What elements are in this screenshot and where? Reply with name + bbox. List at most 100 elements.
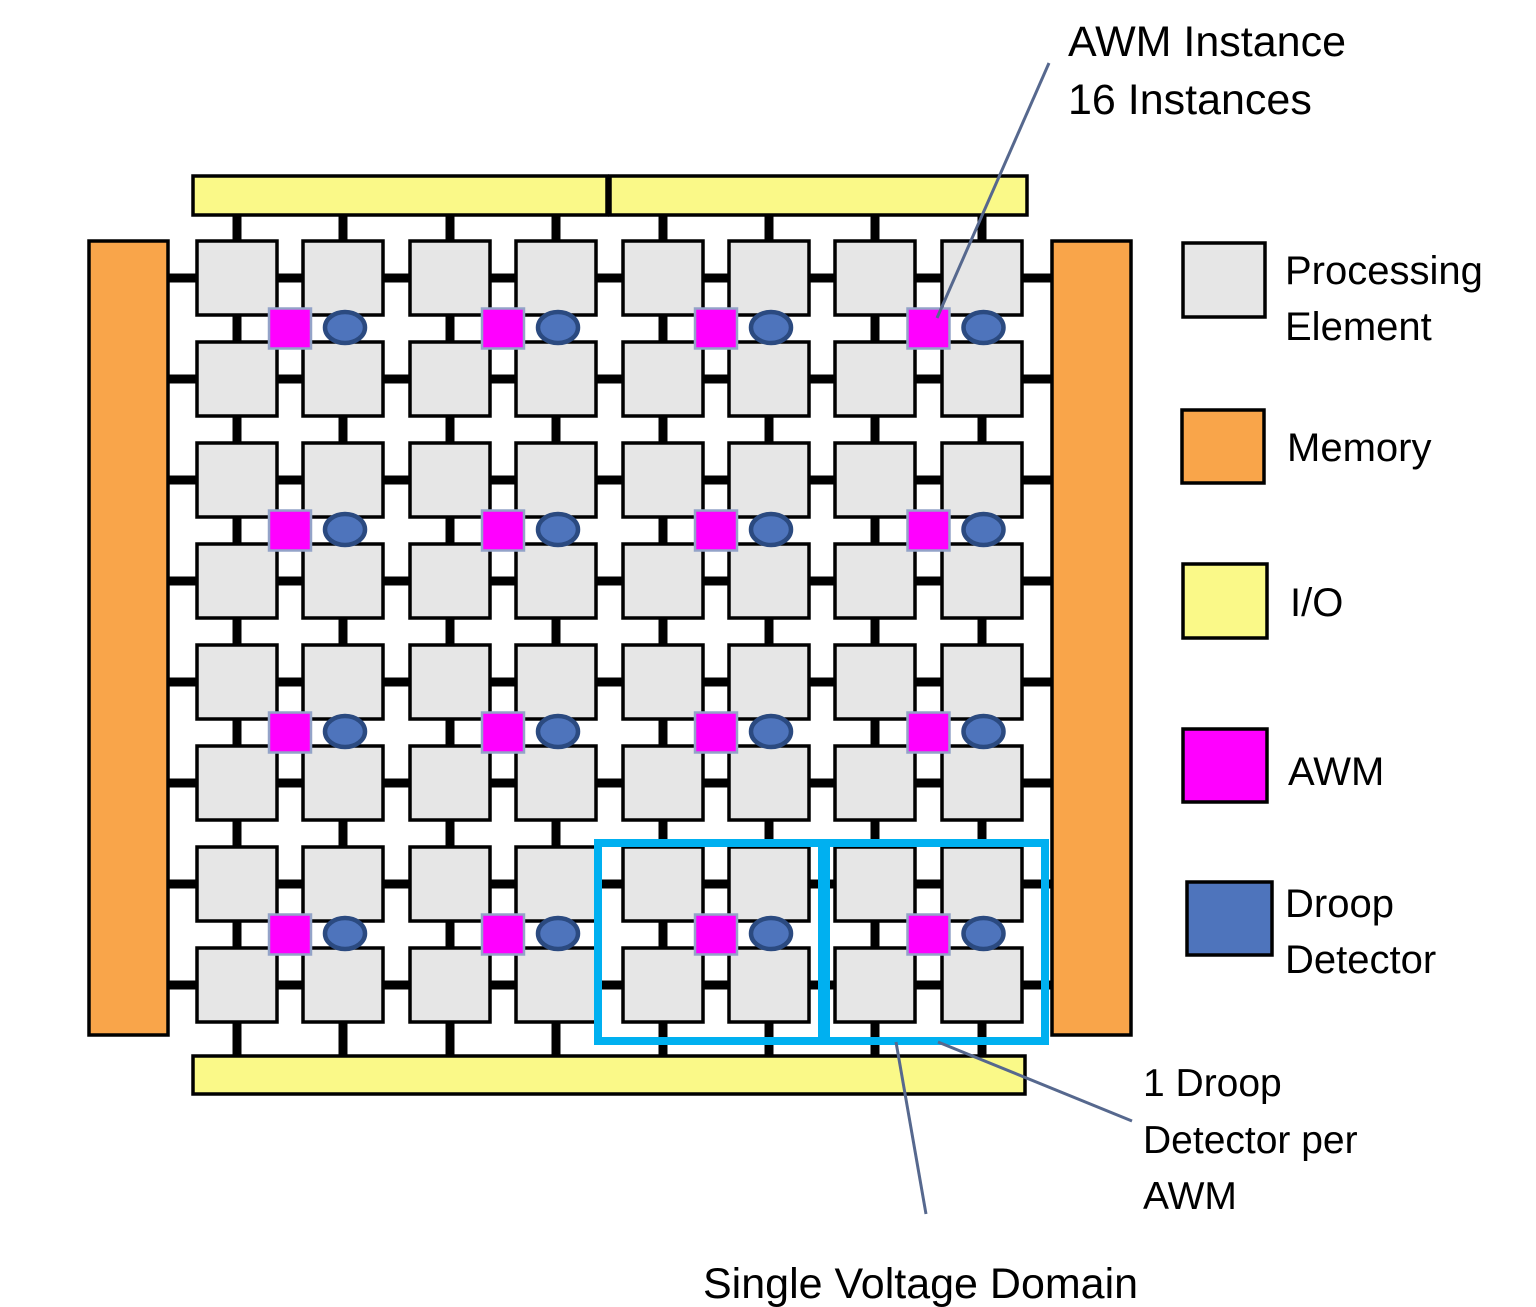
processing-element [301,845,385,923]
noc-link-horizontal [490,879,516,889]
noc-link-vertical [445,921,455,948]
processing-element [301,441,385,519]
noc-link-horizontal [1022,879,1054,889]
noc-link-horizontal [915,475,942,485]
noc-link-vertical [658,315,668,342]
noc-link-horizontal [703,677,729,687]
processing-element [301,946,385,1024]
noc-link-horizontal [809,273,835,283]
legend-label-droop-detector-line-1: Droop [1285,882,1394,926]
noc-link-horizontal [1022,475,1054,485]
noc-link-vertical [232,315,242,342]
processing-element [833,643,917,721]
noc-link-horizontal [383,273,410,283]
droop-detector [961,915,1006,952]
noc-link-horizontal [383,778,410,788]
processing-element [514,441,598,519]
processing-element [727,845,811,923]
noc-link-horizontal [1022,576,1054,586]
awm-annotation-leader-line [935,62,1051,319]
noc-link-horizontal [915,273,942,283]
noc-link-horizontal [596,273,623,283]
processing-element [514,340,598,418]
noc-link-horizontal [166,576,197,586]
noc-link-vertical [338,213,348,241]
annotations: AWM Instance 16 Instances 1 Droop Detect… [703,18,1358,1307]
processing-element [621,239,705,317]
processing-element [727,744,811,822]
noc-link-vertical [551,416,561,443]
droop-detector [961,511,1006,548]
noc-link-horizontal [490,980,516,990]
awm-instance [693,913,739,956]
noc-link-vertical [232,618,242,645]
legend-label-droop-detector-line-2: Detector [1285,938,1436,982]
processing-element [727,239,811,317]
noc-link-horizontal [703,475,729,485]
noc-link-horizontal [490,475,516,485]
legend-label-memory: Memory [1287,426,1431,470]
processing-element [940,340,1024,418]
processing-element [408,239,492,317]
noc-link-vertical [977,820,987,847]
awm-instance [267,711,313,754]
droop-detector [961,713,1006,750]
droop-detector [535,309,581,346]
awm-instance [480,509,526,552]
noc-link-vertical [658,618,668,645]
processing-element [833,441,917,519]
noc-link-vertical [232,517,242,544]
processing-element [408,946,492,1024]
processing-element [408,643,492,721]
awm-annotation-line-2: 16 Instances [1068,76,1312,124]
legend-swatch-processing-element [1181,241,1267,319]
voltage-domain-annotation: Single Voltage Domain [703,1260,1138,1307]
processing-element [621,340,705,418]
noc-link-horizontal [596,879,623,889]
memory-left [87,239,170,1037]
noc-link-vertical [764,213,774,241]
processing-element [621,542,705,620]
noc-link-horizontal [490,677,516,687]
noc-link-horizontal [596,475,623,485]
processing-element [301,542,385,620]
noc-link-vertical [870,315,880,342]
processing-element [940,744,1024,822]
awm-instances [267,307,951,956]
noc-link-horizontal [383,677,410,687]
awm-instance [693,509,739,552]
noc-link-horizontal [809,677,835,687]
noc-link-horizontal [277,778,303,788]
processing-element [195,946,279,1024]
awm-instance [267,509,313,552]
noc-link-vertical [232,719,242,746]
leader-lines [894,62,1133,1215]
legend: Processing Element Memory I/O AWM Droop … [1180,241,1483,982]
noc-link-vertical [445,517,455,544]
noc-link-horizontal [596,374,623,384]
noc-link-horizontal [383,576,410,586]
processing-element [195,340,279,418]
noc-link-horizontal [703,879,729,889]
noc-link-vertical [977,618,987,645]
noc-link-vertical [551,1022,561,1059]
awm-annotation-line-1: AWM Instance [1068,18,1346,66]
noc-link-vertical [870,517,880,544]
processing-element [301,340,385,418]
processing-element [621,946,705,1024]
awm-instance [906,913,951,956]
noc-link-horizontal [383,879,410,889]
noc-link-horizontal [1022,778,1054,788]
processing-element [940,845,1024,923]
processing-element [940,946,1024,1024]
noc-link-horizontal [166,980,197,990]
noc-link-horizontal [1022,677,1054,687]
noc-link-vertical [658,416,668,443]
processing-element [514,643,598,721]
noc-link-horizontal [596,778,623,788]
droop-annotation-line-2: Detector per [1143,1119,1358,1162]
noc-link-vertical [445,315,455,342]
legend-label-processing-element-line-1: Processing [1285,249,1483,293]
noc-link-horizontal [1022,273,1054,283]
